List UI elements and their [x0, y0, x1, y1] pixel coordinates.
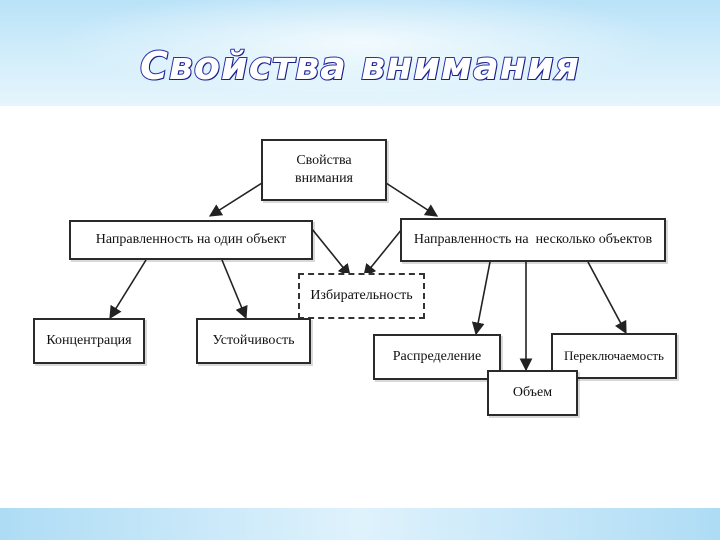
- node-concentration: Концентрация: [33, 318, 145, 364]
- edge-several-distribution: [471, 261, 491, 336]
- node-single-object-label: Направленность на один объект: [95, 232, 287, 247]
- node-root: Свойства внимания: [261, 139, 387, 201]
- node-root-label: Свойства внимания: [295, 153, 353, 186]
- node-several-objects: Направленность на несколько объектов: [400, 218, 666, 262]
- edge-single-selectivity: [311, 228, 351, 277]
- node-volume-label: Объем: [512, 385, 553, 400]
- edge-single-stability: [221, 259, 248, 320]
- node-distribution-label: Распределение: [392, 349, 482, 364]
- page-title: Свойства внимания: [139, 43, 581, 89]
- edge-single-concentration: [109, 259, 147, 320]
- node-single-object: Направленность на один объект: [69, 220, 313, 260]
- edge-root-single: [208, 182, 263, 217]
- header-glow: [0, 0, 720, 106]
- node-distribution: Распределение: [373, 334, 501, 380]
- edge-root-several: [385, 182, 439, 217]
- footer-background: [0, 508, 720, 540]
- edge-several-switching: [587, 261, 627, 335]
- node-stability-label: Устойчивость: [212, 333, 295, 348]
- node-selectivity: Избирательность: [298, 273, 425, 319]
- node-selectivity-label: Избирательность: [310, 288, 413, 303]
- edge-several-selectivity: [363, 228, 403, 277]
- node-volume: Объем: [487, 370, 578, 416]
- node-concentration-label: Концентрация: [46, 333, 132, 348]
- node-switching-label: Переключаемость: [564, 348, 664, 363]
- node-several-objects-label: Направленность на несколько объектов: [413, 232, 653, 247]
- node-stability: Устойчивость: [196, 318, 311, 364]
